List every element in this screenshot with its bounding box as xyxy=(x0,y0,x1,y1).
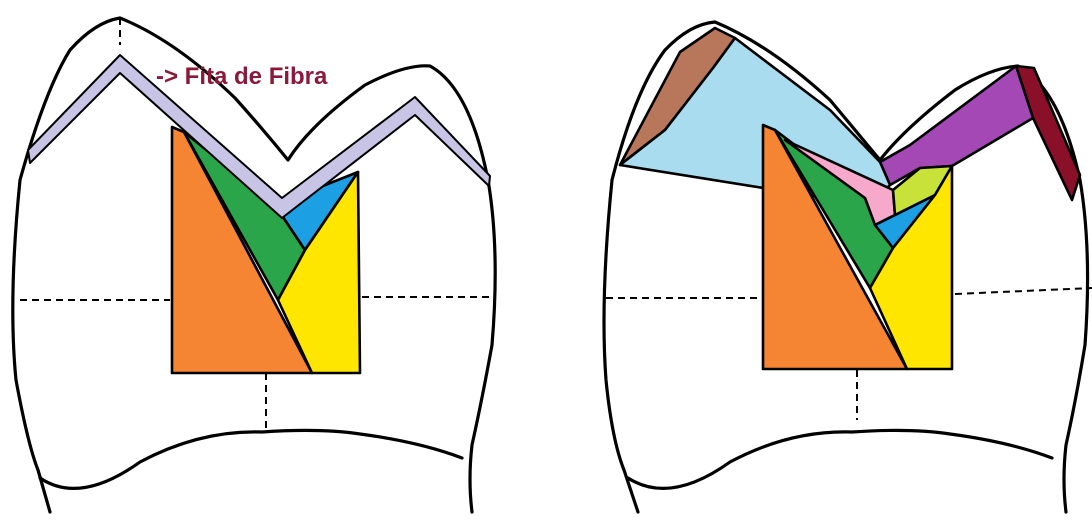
right-purple-increment xyxy=(880,66,1033,185)
left-tooth: -> Fita de Fibra xyxy=(13,18,495,512)
left-cervical-line xyxy=(40,430,462,488)
right-cervical-line xyxy=(628,430,1052,488)
fiber-strip-label: -> Fita de Fibra xyxy=(156,63,328,90)
right-tooth xyxy=(604,22,1092,512)
right-horizontal-axis-right xyxy=(955,288,1092,294)
right-dark-red-increment xyxy=(1016,66,1080,200)
